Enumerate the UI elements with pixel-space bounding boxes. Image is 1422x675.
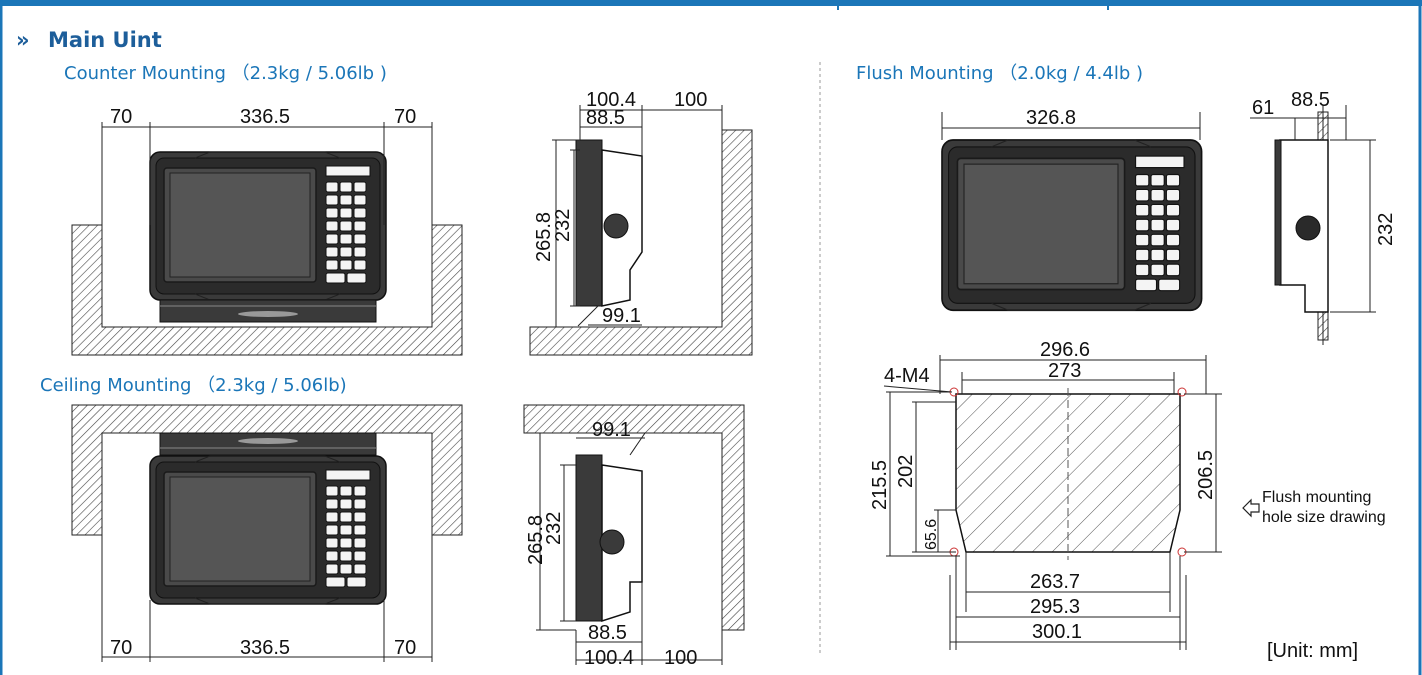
dim-label: 100.4 <box>586 89 636 111</box>
dim-label: 100.4 <box>584 647 634 669</box>
arrow-left-icon <box>1242 498 1260 518</box>
dim-label: 296.6 <box>1040 339 1090 361</box>
counter-side-view: 100.4 100 88.5 265.8 232 99.1 <box>529 89 753 356</box>
dim-label: 206.5 <box>1195 450 1217 500</box>
dim-label: 232 <box>552 209 574 242</box>
hole-note-line2: hole size drawing <box>1262 509 1386 526</box>
dim-label: 326.8 <box>1026 107 1076 129</box>
dim-label: 70 <box>394 106 416 128</box>
hole-note-line1: Flush mounting <box>1262 489 1371 506</box>
dim-label: 273 <box>1048 360 1081 382</box>
dim-label: 88.5 <box>588 622 627 644</box>
dim-label: 99.1 <box>602 305 641 327</box>
ceiling-mounting-heading: Ceiling Mounting （2.3kg / 5.06lb) <box>40 375 347 396</box>
dim-label: 70 <box>110 637 132 659</box>
dim-label: 232 <box>1375 213 1397 246</box>
dim-label: 215.5 <box>869 460 891 510</box>
screw-spec-label: 4-M4 <box>884 365 930 387</box>
dim-label: 100 <box>664 647 697 669</box>
flush-front-view: 326.8 <box>941 107 1203 312</box>
ceiling-front-view: 70 336.5 70 <box>71 404 463 662</box>
dim-label: 61 <box>1252 97 1274 119</box>
flush-side-view: 61 88.5 232 <box>1250 89 1397 345</box>
chevron-icon: » <box>16 28 30 52</box>
dim-label: 70 <box>110 106 132 128</box>
dim-label: 295.3 <box>1030 596 1080 618</box>
dim-label: 265.8 <box>525 515 547 565</box>
dim-label: 88.5 <box>586 107 625 129</box>
dim-label: 263.7 <box>1030 571 1080 593</box>
counter-front-view: 70 336.5 70 <box>71 106 463 356</box>
ceiling-side-view: 99.1 265.8 232 88.5 100.4 100 <box>523 404 745 669</box>
dim-label: 336.5 <box>240 106 290 128</box>
unit-note: [Unit: mm] <box>1267 640 1358 662</box>
dim-label: 232 <box>543 512 565 545</box>
dim-label: 300.1 <box>1032 621 1082 643</box>
dim-label: 70 <box>394 637 416 659</box>
section-title: » Main Uint <box>16 28 162 52</box>
dim-label: 202 <box>895 455 917 488</box>
dim-label: 336.5 <box>240 637 290 659</box>
page-title: Main Uint <box>48 28 162 52</box>
counter-mounting-heading: Counter Mounting （2.3kg / 5.06lb ) <box>64 63 387 84</box>
dim-label: 99.1 <box>592 419 631 441</box>
dim-label: 65.6 <box>923 519 940 550</box>
flush-mounting-heading: Flush Mounting （2.0kg / 4.4lb ) <box>856 63 1143 84</box>
dim-label: 88.5 <box>1291 89 1330 111</box>
dim-label: 100 <box>674 89 707 111</box>
dim-label: 265.8 <box>533 212 555 262</box>
hole-size-drawing: 4-M4 296.6 273 215.5 202 65.6 206.5 263.… <box>869 339 1386 650</box>
